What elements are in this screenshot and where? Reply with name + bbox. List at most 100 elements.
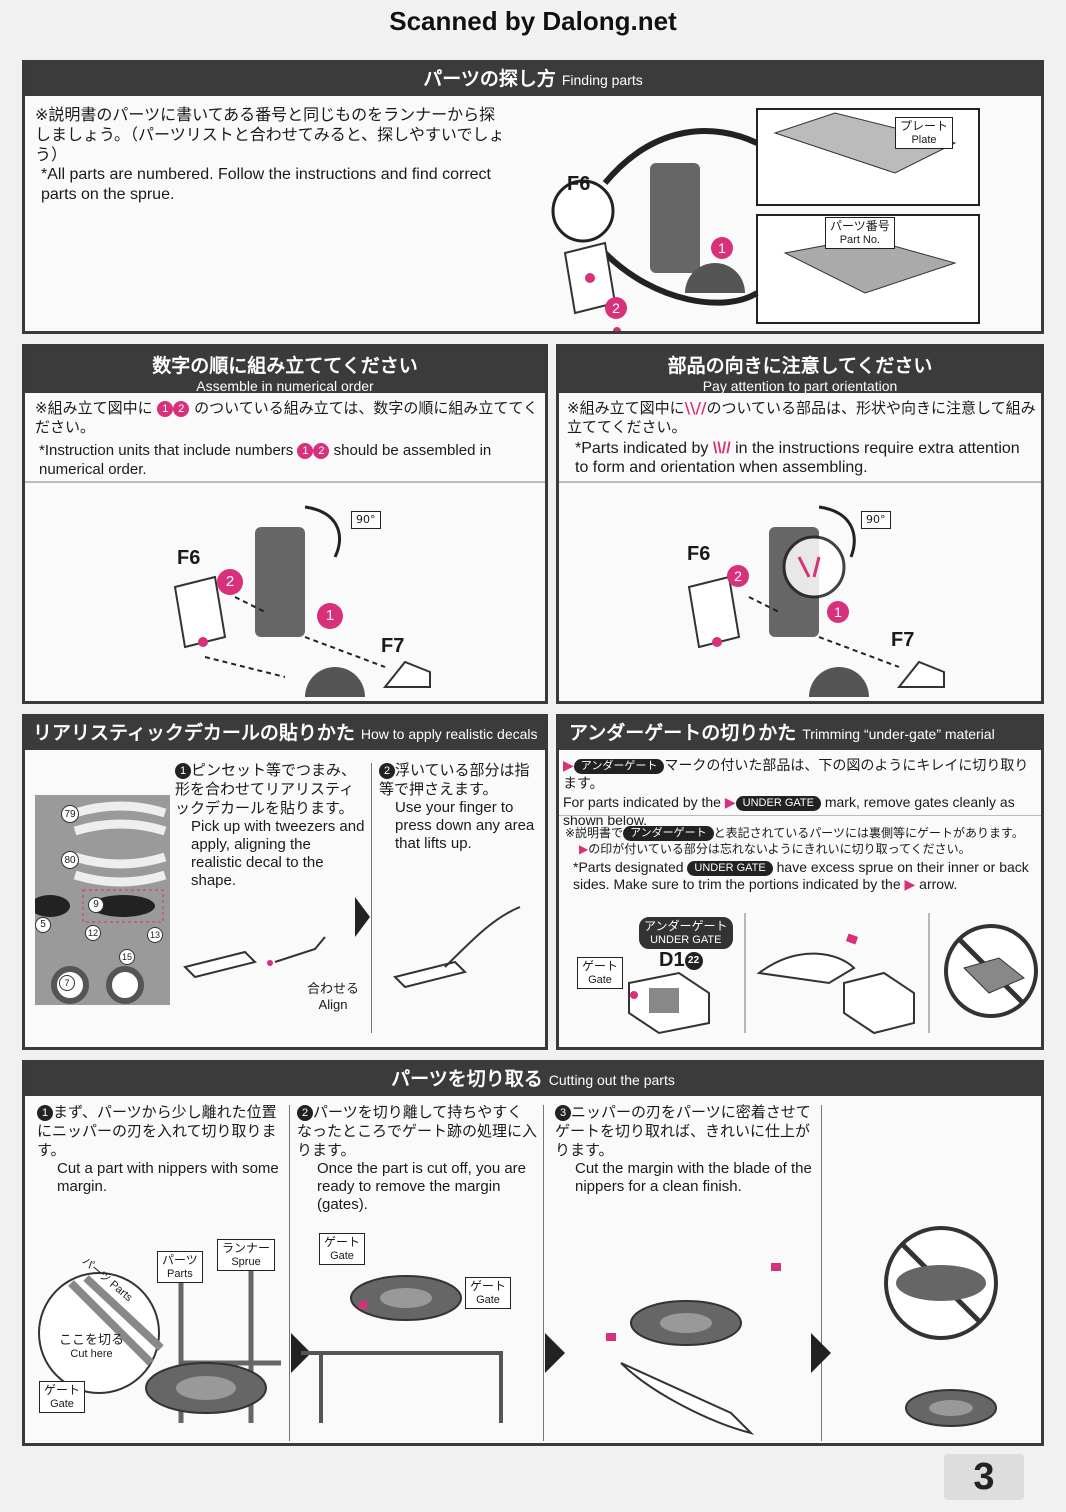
cutting-title-en: Cutting out the parts xyxy=(548,1072,675,1088)
assemble-step-2: 2 xyxy=(217,569,243,595)
orientation-illustration xyxy=(687,505,945,697)
assemble-body-en-b: should be assembled in numerical order. xyxy=(39,442,492,478)
orientation-angle-tag: 90° xyxy=(861,511,891,529)
assemble-body-jp-b: のついている組み立ては、数字の順に組み立ててください。 xyxy=(35,399,538,436)
cutting-header: パーツを切り取る Cutting out the parts xyxy=(25,1063,1041,1096)
orientation-part-a: F6 xyxy=(687,543,711,565)
finding-parts-body: ※説明書のパーツに書いてある番号と同じものをランナーから探しましょう。（パーツリ… xyxy=(35,105,505,205)
cutting-step-1-number: 1 xyxy=(37,1104,53,1121)
undergate-note-en-b: have excess sprue on their inner or back… xyxy=(573,859,1029,892)
cutting-illustration xyxy=(38,1226,998,1435)
orientation-body-jp-a: ※組み立て図中に xyxy=(567,399,685,417)
decals-step-1-number: 1 xyxy=(175,762,191,779)
cutting-gate-1-jp: ゲート xyxy=(44,1383,81,1397)
cutting-sprue-jp: ランナー xyxy=(222,1241,271,1255)
part-callout-circle xyxy=(551,179,615,243)
finding-parts-title-en: Finding parts xyxy=(561,72,643,88)
assemble-part-a: F6 xyxy=(177,547,201,569)
cut-detail-circle xyxy=(38,1272,160,1394)
plate-tag-jp: プレート xyxy=(900,119,949,133)
assemble-order-header: 数字の順に組み立ててください Assemble in numerical ord… xyxy=(25,347,545,394)
num-icon-1: 1 xyxy=(157,400,174,417)
num-icon-1b: 1 xyxy=(297,443,314,460)
decal-number-7: 7 xyxy=(59,975,75,991)
page-number: 3 xyxy=(944,1454,1024,1500)
partno-tag-en: Part No. xyxy=(839,234,881,246)
decals-panel: リアリスティックデカールの貼りかた How to apply realistic … xyxy=(22,714,548,1050)
assemble-body-jp-a: ※組み立て図中に xyxy=(35,399,153,417)
decals-step-1-en: Pick up with tweezers and apply, alignin… xyxy=(191,818,365,889)
nippers-icon xyxy=(756,952,856,985)
cutting-sprue-en: Sprue xyxy=(231,1256,261,1268)
cutting-step-2-jp: パーツを切り離して持ちやすくなったところでゲート跡の処理に入ります。 xyxy=(297,1103,538,1159)
decals-step-2-en: Use your finger to press down any area t… xyxy=(395,799,535,852)
undergate-label-jp: アンダーゲート xyxy=(644,919,728,933)
orientation-step-2: 2 xyxy=(727,565,749,587)
cut-here-en: Cut here xyxy=(70,1348,113,1360)
undergate-title-en: Trimming “under-gate” material xyxy=(802,726,995,742)
orientation-mark-icon-b: \\// xyxy=(712,440,731,457)
assemble-part-b: F7 xyxy=(381,635,405,657)
assemble-divider xyxy=(25,481,545,483)
decals-header: リアリスティックデカールの貼りかた How to apply realistic … xyxy=(25,717,545,750)
assemble-order-title-en: Assemble in numerical order xyxy=(196,378,374,394)
plate-tag-en: Plate xyxy=(911,134,937,146)
decals-title-jp: リアリスティックデカールの貼りかた xyxy=(33,722,355,744)
orientation-body-jp-b: のついている部品は、形状や向きに注意して組み立ててください。 xyxy=(567,399,1036,436)
undergate-label-en: UNDER GATE xyxy=(650,934,722,946)
num-icon-2b: 2 xyxy=(313,443,330,460)
cutting-gate-2-en: Gate xyxy=(330,1250,354,1262)
cutting-title-jp: パーツを切り取る xyxy=(391,1068,543,1090)
decals-step-2-number: 2 xyxy=(379,762,395,779)
decal-number-13: 13 xyxy=(147,927,163,943)
undergate-note: ※説明書でアンダーゲートと表記されているパーツには裏側等にゲートがあります。 ▶… xyxy=(565,826,1029,892)
cutting-divider-2 xyxy=(543,1105,544,1441)
finding-parts-title-jp: パーツの探し方 xyxy=(423,68,556,90)
assemble-order-title-jp: 数字の順に組み立ててください xyxy=(152,355,418,377)
cutting-parts-en: Parts xyxy=(167,1268,193,1280)
decals-title-en: How to apply realistic decals xyxy=(360,726,538,742)
undergate-line1-jp: マークの付いた部品は、下の図のようにキレイに切り取ります。 xyxy=(563,758,1029,792)
undergate-line2-en-a: For parts indicated by the xyxy=(563,794,721,810)
nippers-icon-2 xyxy=(620,1362,755,1435)
align-label-en: Align xyxy=(318,997,348,1012)
finding-step-2: 2 xyxy=(605,297,627,319)
cut-here-label: ここを切る Cut here xyxy=(59,1333,124,1361)
finding-parts-body-en: *All parts are numbered. Follow the inst… xyxy=(41,166,491,203)
undergate-note-jp-b: と表記されているパーツには裏側等にゲートがあります。 xyxy=(713,826,1024,840)
undergate-line2-en-b: mark, remove gates cleanly as shown belo… xyxy=(563,794,1015,828)
cutting-step-3-jp: ニッパーの刃をパーツに密着させてゲートを切り取れば、きれいに仕上がります。 xyxy=(555,1103,811,1159)
decal-number-79: 79 xyxy=(61,805,79,823)
arrow-right-icon xyxy=(355,897,370,937)
cutting-divider-3 xyxy=(821,1105,822,1441)
undergate-note-jp-a: ※説明書で xyxy=(565,826,624,840)
undergate-note-en-c: arrow. xyxy=(919,875,958,892)
decals-step-divider xyxy=(371,763,372,1033)
cutting-step-2-number: 2 xyxy=(297,1104,313,1121)
align-label-jp: 合わせる xyxy=(307,981,360,996)
orientation-mark-icon: \\// xyxy=(684,399,707,417)
undergate-note-badge-en: UNDER GATE xyxy=(687,860,773,876)
cutting-parts-jp: パーツ xyxy=(162,1253,198,1267)
cutting-gate-1-en: Gate xyxy=(50,1398,74,1410)
undergate-note-jp-c: の印が付いている部分は忘れないようにきれいに切り取ってください。 xyxy=(588,842,971,856)
finding-step-1: 1 xyxy=(711,237,733,259)
assemble-order-panel: 数字の順に組み立ててください Assemble in numerical ord… xyxy=(22,344,548,704)
undergate-note-en-a: *Parts designated xyxy=(573,859,684,875)
cutting-divider-1 xyxy=(289,1105,290,1441)
finding-parts-body-jp: ※説明書のパーツに書いてある番号と同じものをランナーから探しましょう。（パーツリ… xyxy=(35,105,505,164)
num-icon-2: 2 xyxy=(173,400,190,417)
assemble-step-1: 1 xyxy=(317,603,343,629)
finding-parts-header: パーツの探し方 Finding parts xyxy=(25,63,1041,96)
cut-here-jp: ここを切る xyxy=(59,1332,125,1347)
